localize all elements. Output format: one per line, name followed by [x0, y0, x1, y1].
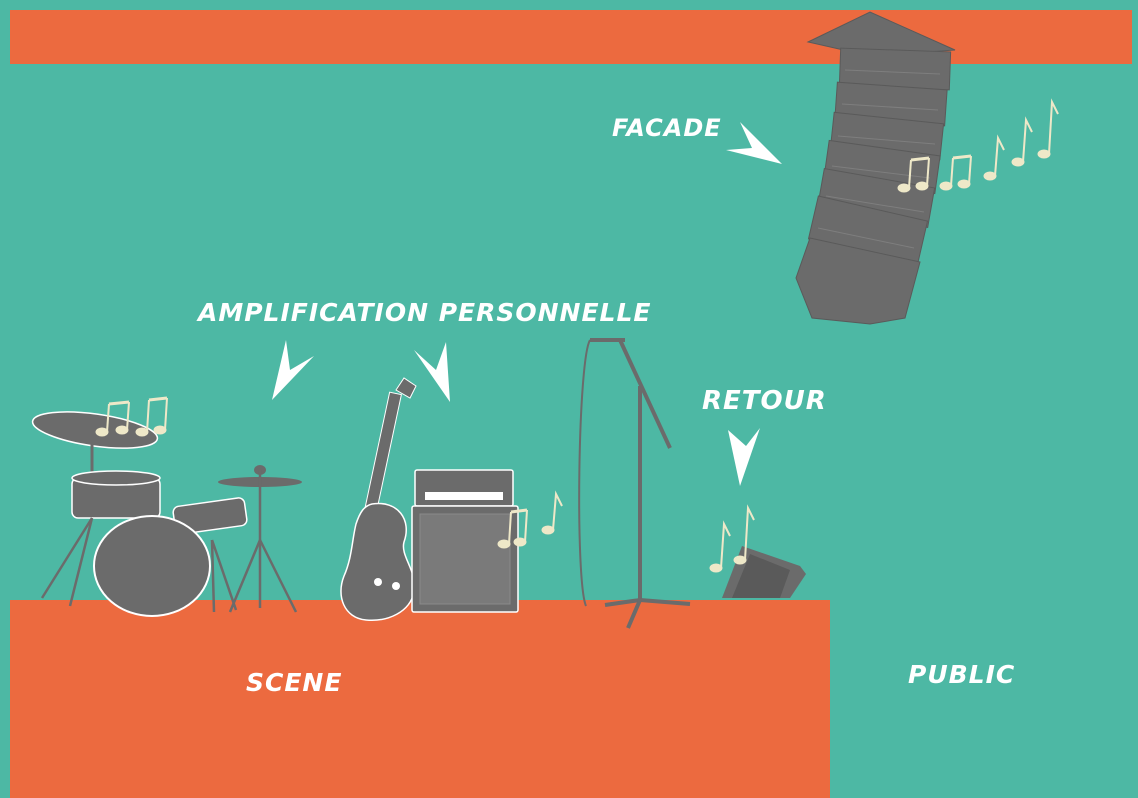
- music-note-icon: [135, 396, 168, 437]
- drum-kit-icon: [31, 411, 302, 617]
- music-note-icon: [1037, 98, 1059, 159]
- rigging-truss-bar: [10, 10, 1132, 64]
- electric-guitar-icon: [340, 377, 417, 621]
- music-note-icon: [95, 400, 130, 437]
- stage-platform: [10, 600, 830, 798]
- public-label: PUBLIC: [908, 660, 1016, 689]
- scene-label: SCENE: [246, 668, 343, 697]
- music-note-icon: [733, 504, 755, 565]
- music-note-icon: [897, 156, 930, 193]
- bass-drum-icon: [93, 515, 211, 617]
- music-note-icon: [983, 134, 1005, 181]
- retour-label: RETOUR: [702, 386, 827, 416]
- facade-label: FACADE: [612, 114, 722, 142]
- guitar-amp-icon: [411, 469, 519, 613]
- line-array-speaker-icon: [795, 11, 956, 325]
- music-note-icon: [497, 508, 528, 549]
- music-note-icon: [1011, 116, 1033, 167]
- music-note-icon: [939, 154, 972, 191]
- music-note-icon: [541, 490, 563, 535]
- music-note-icon: [709, 520, 731, 573]
- arrow-icon: [272, 340, 314, 400]
- music-notes-group: [95, 98, 1059, 573]
- amp-head-icon: [414, 469, 514, 507]
- amplification-label: AMPLIFICATION PERSONNELLE: [198, 298, 652, 327]
- arrow-icon: [726, 122, 782, 164]
- arrow-icon: [728, 428, 760, 486]
- microphone-stand-icon: [578, 338, 691, 629]
- arrow-icon: [414, 342, 450, 402]
